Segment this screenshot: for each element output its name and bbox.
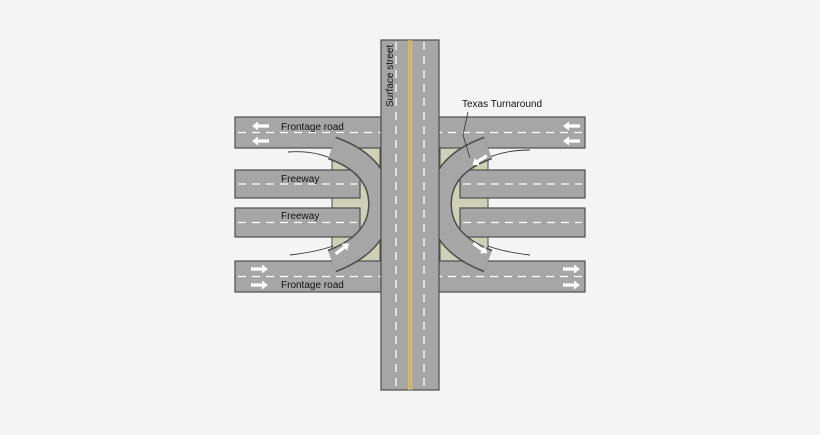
surface-street-label: Surface street xyxy=(385,45,396,107)
ramp-taper-line xyxy=(487,245,531,256)
callout-leader-line xyxy=(462,111,471,159)
freeway-lower-label: Freeway xyxy=(281,211,319,222)
frontage-road-bottom-label: Frontage road xyxy=(281,280,344,291)
freeway-lower xyxy=(234,207,586,238)
freeway-upper-label: Freeway xyxy=(281,174,319,185)
frontage-road-top-label: Frontage road xyxy=(281,122,344,133)
freeway-upper xyxy=(234,169,586,199)
u-turn-ramp-left xyxy=(327,136,393,273)
surface-street xyxy=(380,39,440,391)
texas-turnaround-label: Texas Turnaround xyxy=(462,99,542,110)
u-turn-ramp-right xyxy=(427,136,493,273)
ramp-taper-line xyxy=(289,245,334,256)
